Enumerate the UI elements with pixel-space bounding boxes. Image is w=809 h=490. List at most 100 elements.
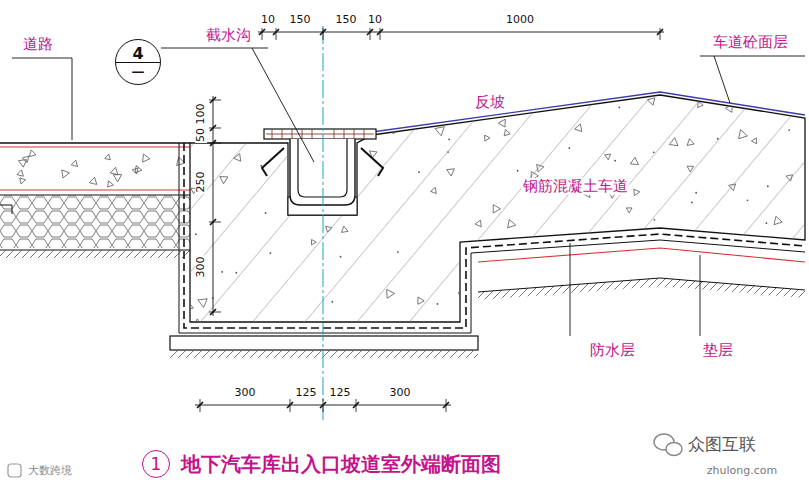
anchor-angle xyxy=(262,148,284,176)
road-aggregate xyxy=(17,150,185,187)
aggregate-mark xyxy=(18,160,26,167)
dimension: 10 xyxy=(367,14,383,26)
aggregate-mark xyxy=(431,187,437,193)
aggregate-mark xyxy=(418,297,424,304)
aggregate-mark xyxy=(626,208,632,213)
dimension-line xyxy=(258,32,664,33)
aggregate-dot xyxy=(477,306,479,308)
aggregate-dot xyxy=(747,199,749,201)
dimension-lines xyxy=(195,28,664,412)
aggregate-dot xyxy=(578,262,580,264)
dimension: 150 xyxy=(289,14,312,26)
aggregate-mark xyxy=(551,264,557,270)
callout-text: 4 xyxy=(132,44,143,64)
dimension: 1000 xyxy=(505,14,535,26)
dimension: 10 xyxy=(260,14,276,26)
aggregate-mark xyxy=(707,319,714,326)
leader-line xyxy=(570,243,571,336)
extension-lines xyxy=(209,100,221,312)
centre-line xyxy=(323,26,324,420)
callout-text: — xyxy=(131,64,144,80)
waterproof-layer xyxy=(184,143,805,328)
aggregate-dot xyxy=(284,123,286,125)
aggregate-mark xyxy=(135,166,142,173)
aggregate-mark xyxy=(435,127,444,136)
aggregate-mark xyxy=(786,175,793,181)
concrete-aggregate xyxy=(187,95,805,327)
aggregate-mark xyxy=(739,130,748,139)
aggregate-dot xyxy=(437,303,439,305)
aggregate-mark xyxy=(326,226,332,232)
aggregate-dot xyxy=(695,192,697,194)
aggregate-dot xyxy=(800,314,802,316)
aggregate-mark xyxy=(193,319,201,326)
earth-hatch xyxy=(0,250,190,258)
aggregate-mark xyxy=(674,292,683,300)
anchor-angle xyxy=(361,148,383,176)
ramp-structure xyxy=(17,90,809,330)
aggregate-mark xyxy=(679,243,686,249)
aggregate-mark xyxy=(774,216,782,224)
callout-text: 1 xyxy=(151,455,162,474)
aggregate-mark xyxy=(559,276,564,281)
aggregate-mark xyxy=(751,138,756,144)
aggregate-mark xyxy=(220,177,228,184)
watermark: zhulong.com xyxy=(706,465,778,477)
break-line xyxy=(0,205,12,206)
aggregate-dot xyxy=(734,303,736,305)
dimension-ticks xyxy=(259,29,663,35)
aggregate-mark xyxy=(725,105,732,113)
protection-line xyxy=(179,143,805,333)
aggregate-mark xyxy=(665,267,674,276)
aggregate-mark xyxy=(748,276,756,284)
aggregate-mark xyxy=(17,170,23,176)
dimension: 300 xyxy=(389,387,412,399)
aggregate-mark xyxy=(327,105,332,110)
aggregate-dot xyxy=(477,280,479,282)
logo-icon xyxy=(8,464,21,477)
aggregate-mark xyxy=(498,119,505,127)
aggregate-dot xyxy=(756,298,758,300)
aggregate-mark xyxy=(540,278,548,287)
aggregate-mark xyxy=(89,177,96,184)
aggregate-mark xyxy=(466,319,474,327)
aggregate-mark xyxy=(701,291,709,299)
aggregate-mark xyxy=(669,138,678,146)
part-name: 反坡 xyxy=(474,94,506,111)
aggregate-mark xyxy=(609,240,618,248)
part-name: 截水沟 xyxy=(205,27,252,44)
aggregate-dot xyxy=(517,170,519,172)
aggregate-mark xyxy=(387,289,395,298)
aggregate-dot xyxy=(568,147,570,149)
part-name: 车道砼面层 xyxy=(712,34,789,51)
cushion-line xyxy=(478,248,805,262)
aggregate-dot xyxy=(331,301,333,303)
part-name: 防水层 xyxy=(589,342,636,359)
aggregate-mark xyxy=(110,167,118,174)
aggregate-dot xyxy=(663,315,665,317)
road-surface xyxy=(0,142,190,143)
aggregate-dot xyxy=(625,264,627,266)
watermark: 众图互联 xyxy=(687,435,757,454)
aggregate-dot xyxy=(618,106,620,108)
aggregate-dot xyxy=(340,256,342,258)
aggregate-mark xyxy=(698,102,704,108)
dimension: 300 xyxy=(234,387,257,399)
watermark-icons xyxy=(8,434,682,477)
aggregate-mark xyxy=(687,139,694,146)
aggregate-mark xyxy=(630,157,638,164)
aggregate-mark xyxy=(108,181,114,187)
aggregate-dot xyxy=(270,252,272,254)
chat-icon xyxy=(666,443,682,456)
aggregate-dot xyxy=(717,138,719,140)
aggregate-dot xyxy=(559,261,561,263)
aggregate-mark xyxy=(198,299,207,308)
aggregate-mark xyxy=(143,154,150,162)
road-concrete xyxy=(0,143,190,195)
aggregate-dot xyxy=(447,151,449,153)
aggregate-dot xyxy=(235,272,237,274)
aggregate-mark xyxy=(29,150,36,157)
dimension: 50 xyxy=(195,127,207,143)
leader-line xyxy=(12,58,72,140)
